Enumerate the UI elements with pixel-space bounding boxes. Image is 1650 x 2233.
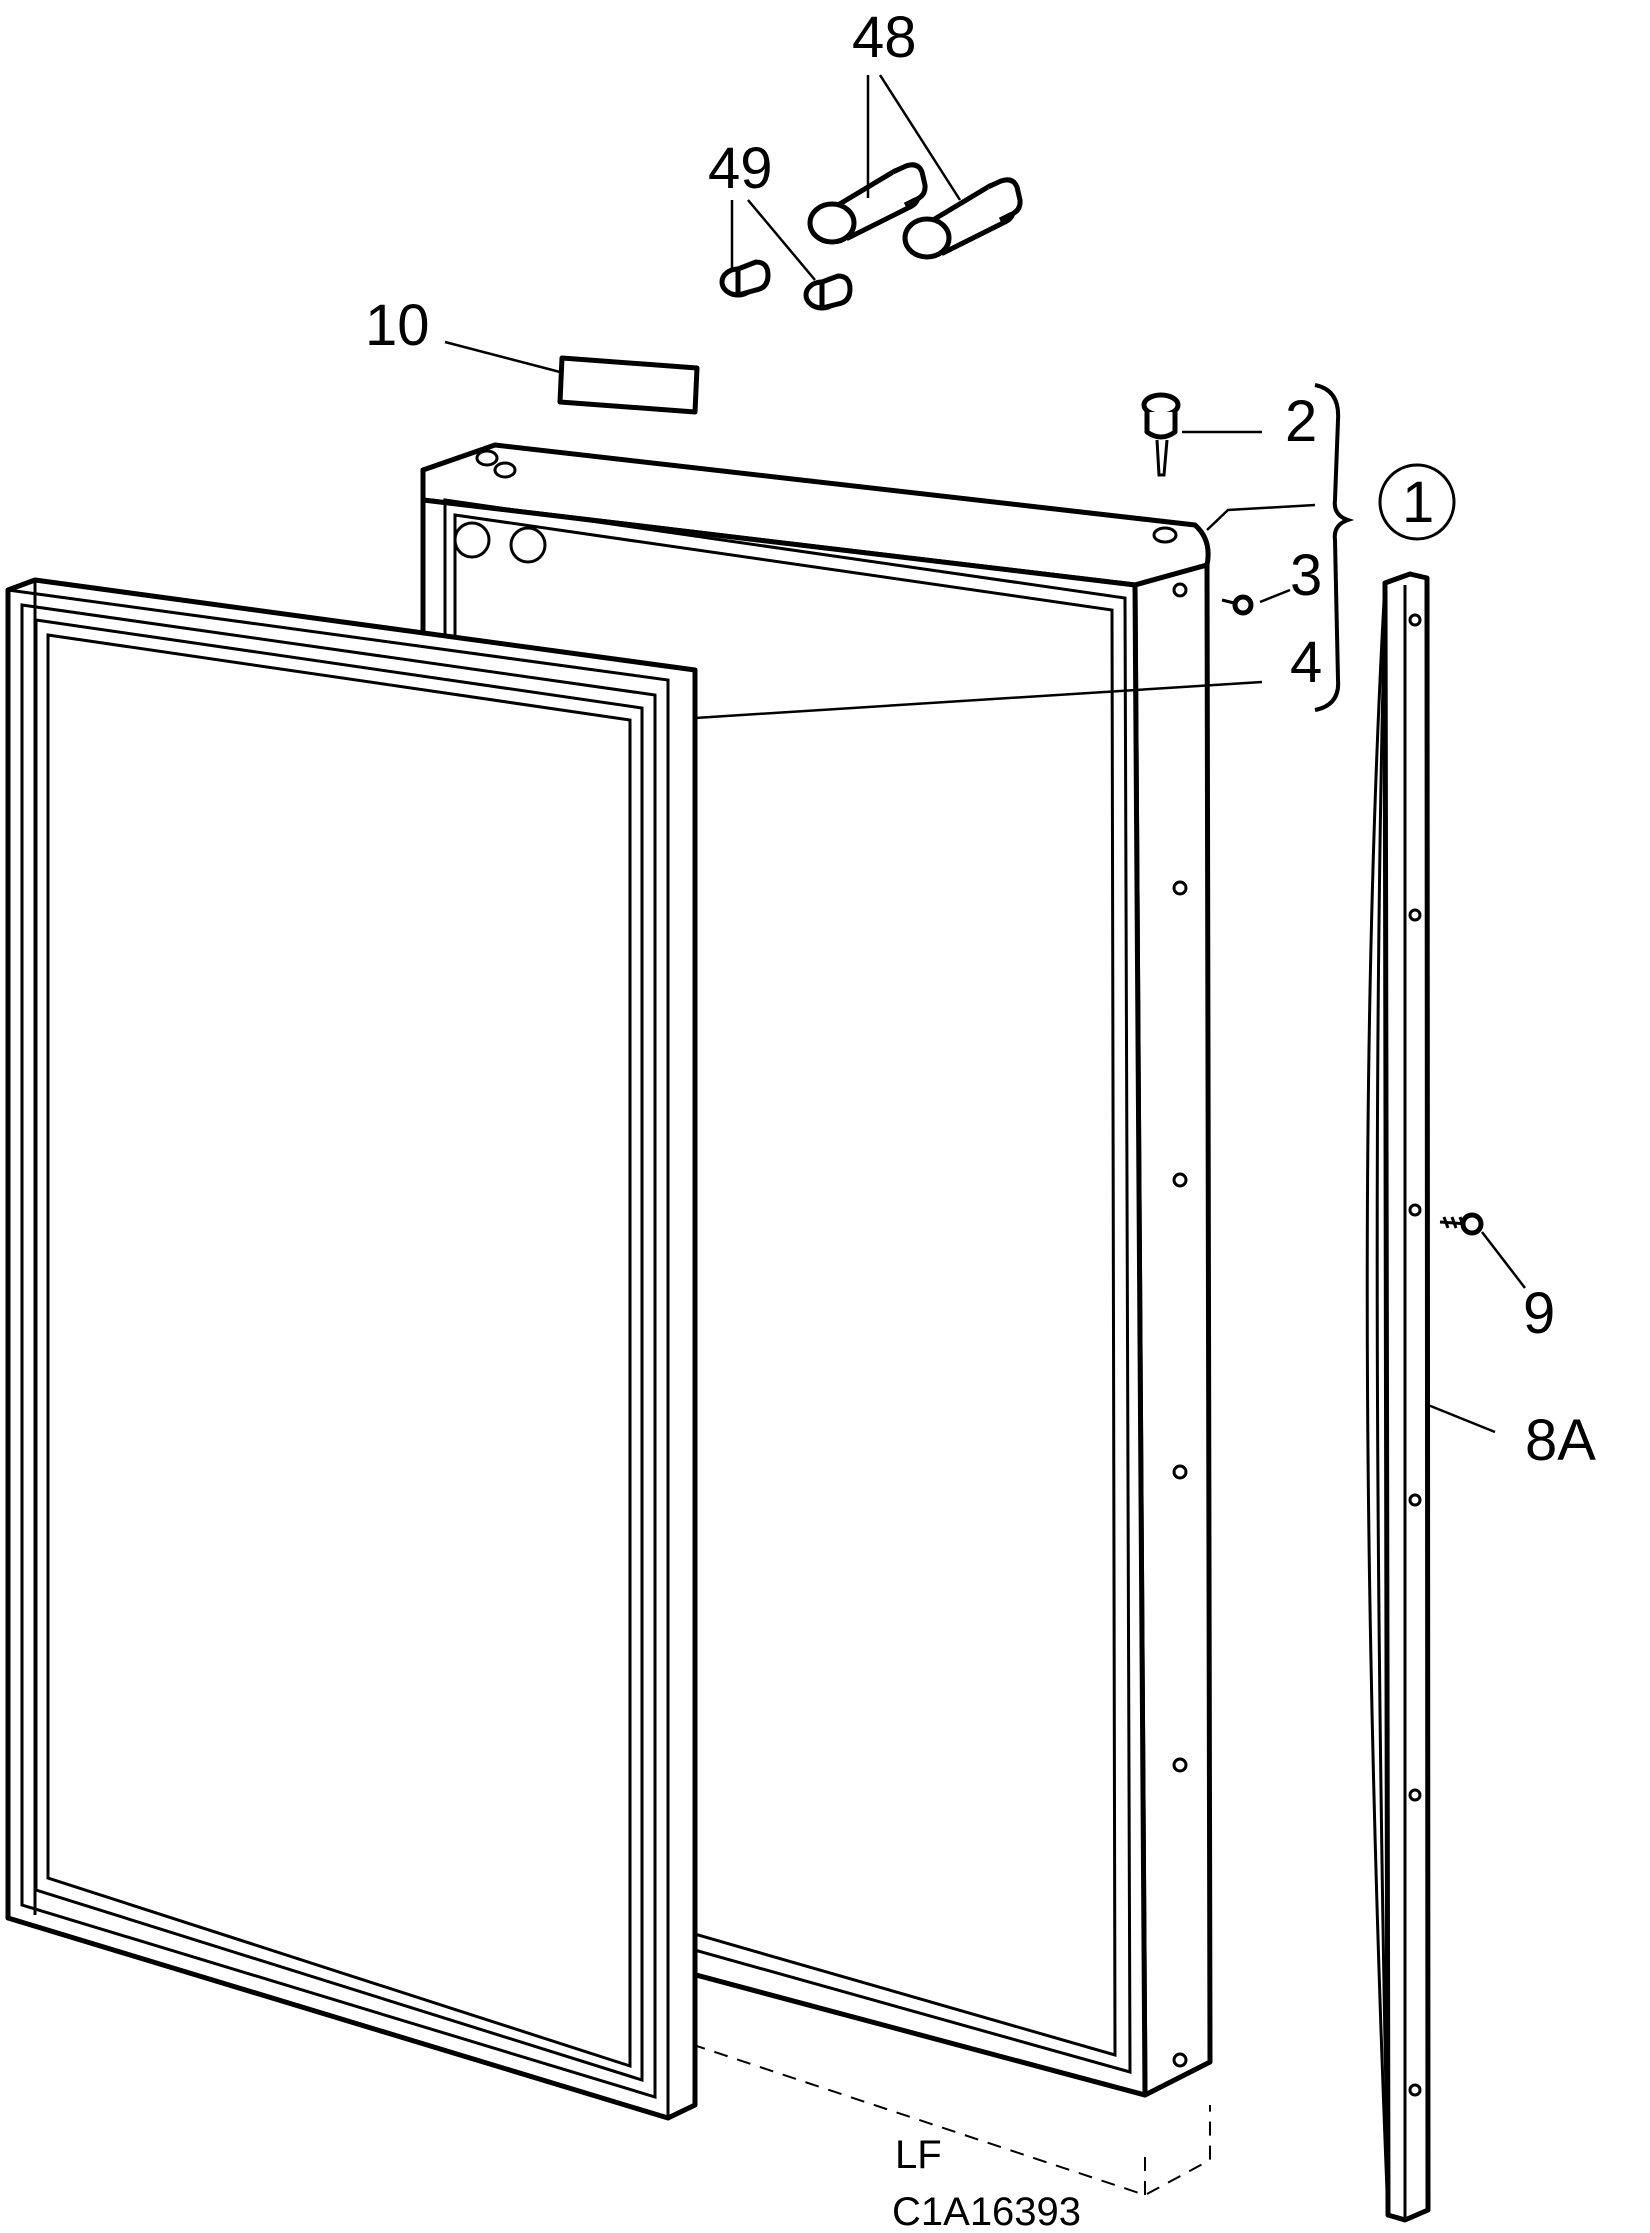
screw-icon bbox=[1221, 594, 1254, 616]
callout-4: 4 bbox=[1290, 630, 1322, 695]
bushing-icon bbox=[807, 162, 1023, 260]
hinge-pin-icon bbox=[1141, 392, 1181, 477]
callout-48: 48 bbox=[852, 5, 917, 70]
screw-icon bbox=[1439, 1212, 1484, 1236]
callout-1: 1 bbox=[1402, 470, 1434, 535]
cap-icon bbox=[719, 259, 853, 311]
assembly-marker-circle bbox=[1378, 463, 1456, 541]
callout-10: 10 bbox=[365, 293, 430, 358]
gasket-frame bbox=[5, 577, 698, 2121]
callout-9: 9 bbox=[1523, 1281, 1555, 1346]
callout-49: 49 bbox=[708, 136, 773, 201]
leader-lines bbox=[444, 74, 1526, 1434]
callout-8a: 8A bbox=[1525, 1408, 1596, 1473]
view-label: LF bbox=[895, 2133, 942, 2177]
drawing-code: C1A16393 bbox=[892, 2190, 1081, 2233]
callout-2: 2 bbox=[1285, 389, 1317, 454]
handle-strip bbox=[1365, 571, 1431, 2223]
callout-3: 3 bbox=[1290, 543, 1322, 608]
label-icon bbox=[557, 355, 700, 415]
assembly-brace bbox=[1314, 383, 1355, 712]
